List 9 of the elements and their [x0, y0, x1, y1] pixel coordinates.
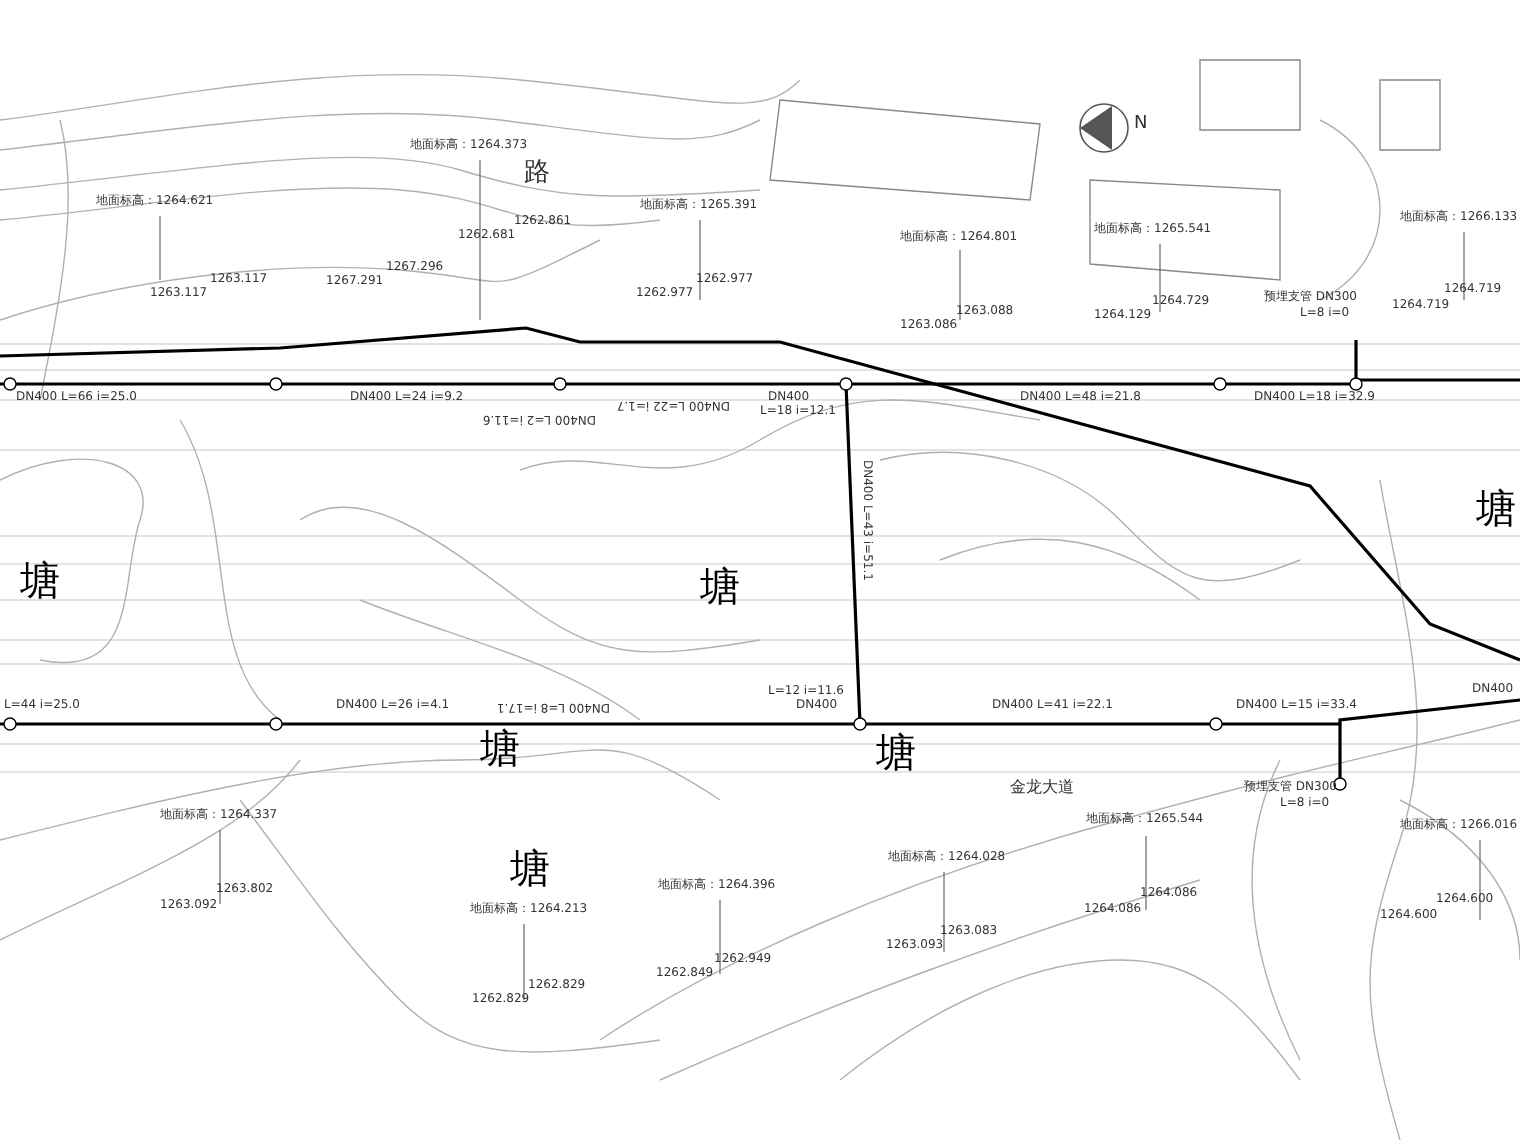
pond-label: 塘	[1476, 488, 1516, 528]
pond-label: 塘	[876, 732, 916, 772]
pond-label: 塘	[510, 848, 550, 888]
compass-letter: N	[1134, 116, 1148, 134]
pond-label: 塘	[700, 566, 740, 606]
pond-label: 塘	[480, 728, 520, 768]
pond-label: 塘	[20, 560, 60, 600]
road-label: 金龙大道	[1010, 780, 1074, 796]
road-label: 路	[524, 160, 550, 186]
